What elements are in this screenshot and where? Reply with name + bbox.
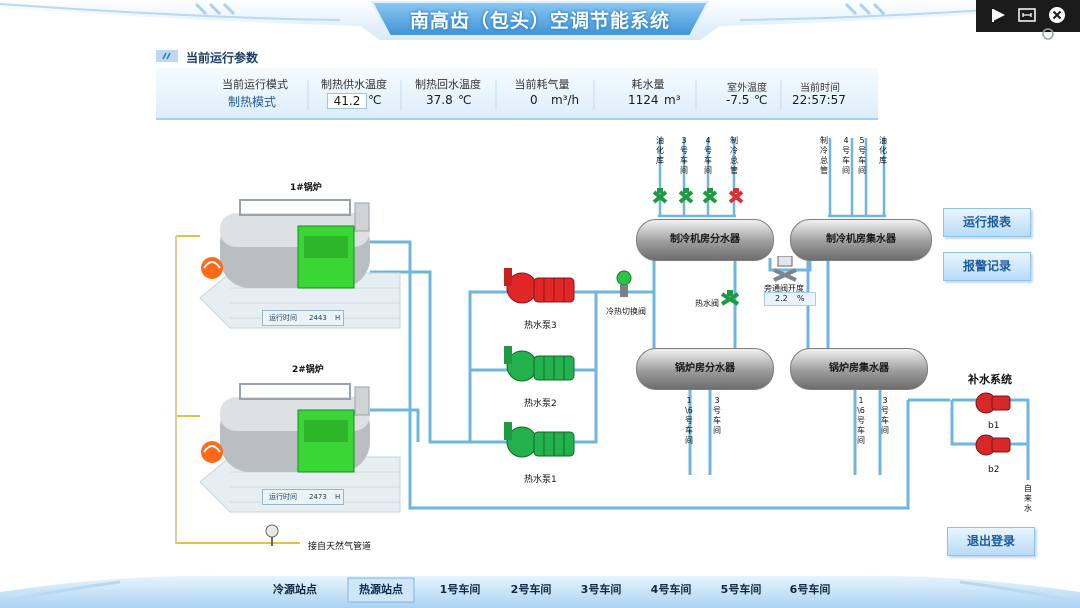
tank-chiller-supply[interactable]: 制冷机房分水器 [636,219,774,261]
param-value-water: 1124 [628,93,659,107]
bypass-valve-readout: 2.2 % [764,292,816,306]
makeup-pump-b2-label: b2 [988,465,1000,475]
param-value-return-temp: 37.8 [426,93,453,107]
param-value-gas: 0 [530,93,538,107]
branch-top-right-3: 5号车间 [858,136,866,175]
tank-boiler-supply[interactable]: 锅炉房分水器 [636,348,774,390]
param-label-water: 耗水量 [631,78,665,91]
param-label-time: 当前时间 [800,83,840,94]
param-label-return-temp: 制热回水温度 [415,78,481,91]
hot-water-pump-2[interactable] [504,344,576,392]
boiler-2-runtime-value: 2473 [309,493,327,501]
boiler-2-runtime-label: 运行时间 [269,493,297,501]
makeup-title: 补水系统 [968,373,1012,386]
bypass-valve-label: 旁通阀开度 [764,284,804,293]
alarm-record-button[interactable]: 报警记录 [943,252,1031,281]
bypass-valve-value: 2.2 [775,294,788,303]
hot-water-pump-1[interactable] [504,420,576,468]
section-marker-icon [156,50,178,62]
boiler-1-runtime-value: 2443 [309,314,327,322]
pump-3-label: 热水泵3 [524,321,557,331]
param-label-mode: 当前运行模式 [222,78,288,91]
tank-boiler-collect[interactable]: 锅炉房集水器 [790,348,928,390]
makeup-source-label: 自来水 [1024,484,1032,513]
branch-top-left-1: 油化库 [656,136,664,165]
process-pipes [175,138,1030,544]
close-icon[interactable] [1046,6,1068,26]
param-label-outdoor-temp: 室外温度 [727,83,767,94]
refresh-icon[interactable] [1040,26,1056,42]
nav-workshop-4[interactable]: 4号车间 [650,583,692,596]
makeup-pump-b2[interactable] [974,430,1012,460]
branch-top-left-4: 制冷总管 [730,136,738,175]
params-section-title: 当前运行参数 [186,51,259,65]
nav-heat-station[interactable]: 热源站点 [359,583,403,596]
branch-top-left-3: 4号车间 [704,136,712,175]
gas-gauge-icon [265,524,279,546]
boiler-2-runtime: 运行时间 2473 H [262,489,344,505]
gas-line-label: 接自天然气管道 [308,542,372,552]
branch-top-left-2: 3号车间 [680,136,688,175]
param-label-gas: 当前耗气量 [514,78,570,91]
nav-workshop-1[interactable]: 1号车间 [439,583,481,596]
branch-valve-icon [652,188,668,204]
branch-bottom-right-2: 3号车间 [881,396,889,435]
switch-valve-icon[interactable] [614,270,634,300]
hot-water-pump-3[interactable] [504,266,576,314]
param-value-supply-temp: 41.2 [327,93,367,109]
param-unit-gas: m³/h [551,93,580,107]
boiler-1-runtime: 运行时间 2443 H [262,310,344,326]
flag-icon[interactable] [988,6,1010,26]
param-label-supply-temp: 制热供水温度 [321,78,387,91]
hot-water-valve-label: 热水阀 [695,299,719,308]
nav-workshop-3[interactable]: 3号车间 [580,583,622,596]
nav-cold-station[interactable]: 冷源站点 [273,583,317,596]
logout-button[interactable]: 退出登录 [947,527,1035,556]
page-title: 南高齿（包头）空调节能系统 [409,10,670,32]
boiler-1-runtime-label: 运行时间 [269,314,297,322]
boiler-2-runtime-unit: H [335,493,341,501]
branch-bottom-right-1: 1\6号车间 [857,396,865,445]
boiler-1-name: 1#锅炉 [290,183,322,193]
param-value-mode: 制热模式 [228,95,277,109]
hot-water-valve-icon[interactable] [720,290,740,308]
makeup-pump-b1-label: b1 [988,421,1000,431]
bottom-nav-bar [0,575,1080,608]
pump-2-label: 热水泵2 [524,399,557,409]
bypass-valve-unit: % [797,294,805,303]
param-value-time: 22:57:57 [792,93,846,107]
makeup-pump-b1[interactable] [974,388,1012,418]
param-unit-supply-temp: ℃ [368,93,382,107]
branch-bottom-left-2: 3号车间 [713,396,721,435]
param-value-outdoor-temp: -7.5 [726,93,750,107]
boiler-1-runtime-unit: H [335,314,341,322]
param-unit-outdoor-temp: ℃ [754,93,768,107]
branch-bottom-left-1: 1\6号车间 [685,396,693,445]
header-banner [0,0,1080,40]
param-unit-return-temp: ℃ [458,93,472,107]
pump-1-label: 热水泵1 [524,475,557,485]
branch-top-right-2: 4号车间 [842,136,850,175]
branch-top-right-1: 制冷总管 [820,136,828,175]
params-panel [156,68,878,120]
switch-valve-label: 冷热切换阀 [606,307,646,316]
boiler-2-name: 2#锅炉 [292,365,324,375]
nav-workshop-5[interactable]: 5号车间 [720,583,762,596]
boiler-1[interactable] [190,178,410,338]
boiler-2[interactable] [190,362,410,522]
bypass-valve-icon[interactable] [772,256,798,282]
param-unit-water: m³ [664,93,681,107]
nav-workshop-2[interactable]: 2号车间 [510,583,552,596]
branch-valves [652,188,744,204]
nav-workshop-6[interactable]: 6号车间 [789,583,831,596]
tank-chiller-collect[interactable]: 制冷机房集水器 [790,219,932,261]
restore-window-icon[interactable] [1016,6,1038,26]
branch-top-right-4: 油化库 [879,136,887,165]
run-report-button[interactable]: 运行报表 [943,208,1031,237]
window-controls [976,0,1080,32]
